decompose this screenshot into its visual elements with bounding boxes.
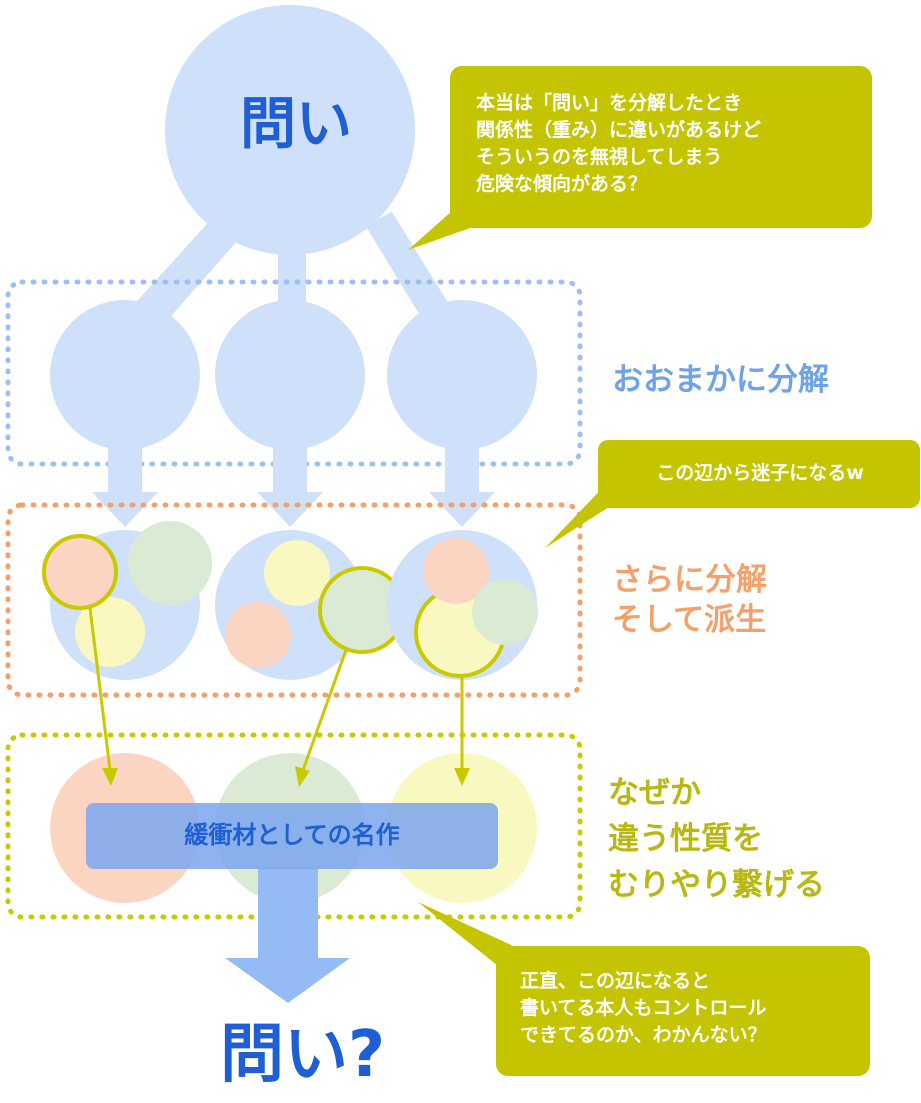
top-question-circle — [165, 5, 415, 255]
stage2-cluster-right — [387, 530, 538, 680]
callout-top-text: 本当は「問い」を分解したとき 関係性（重み）に違いがあるけど そういうのを無視し… — [476, 90, 856, 198]
callout-top-line-1: 本当は「問い」を分解したとき — [476, 92, 743, 114]
stage3-label-line-2: 違う性質を — [608, 821, 763, 857]
callout-top-line-3: そういうのを無視してしまう — [476, 146, 723, 168]
stage3-label-line-1: なぜか — [608, 775, 701, 811]
bridge-bar — [86, 803, 498, 869]
callout-top — [408, 66, 872, 250]
stage2-cluster-left — [42, 521, 212, 680]
stage2-label-line-2: そして派生 — [612, 602, 767, 638]
top-question-label: 問い — [240, 92, 352, 157]
olive-connectors — [88, 607, 470, 787]
stage2-cluster-center — [215, 530, 406, 680]
callout-middle — [545, 440, 920, 548]
stage3-label-line-3: むりやり繋げる — [608, 867, 825, 903]
stage2-label-line-1: さらに分解 — [612, 562, 767, 598]
stage1-circles — [50, 300, 537, 450]
callout-bottom-line-1: 正直、この辺になると — [520, 970, 711, 992]
stage-arrows — [92, 440, 495, 527]
stage2-frame — [5, 502, 583, 698]
bridge-label: 緩衝材としての名作 — [184, 821, 400, 849]
bottom-arrow — [225, 868, 350, 1003]
callout-middle-text: この辺から迷子になるw — [656, 462, 864, 484]
callout-top-line-2: 関係性（重み）に違いがあるけど — [476, 119, 762, 141]
stage1-label: おおまかに分解 — [612, 362, 829, 398]
stage3-label: なぜか 違う性質を むりやり繋げる — [608, 770, 825, 908]
callout-top-line-4: 危険な傾向がある？ — [476, 173, 648, 195]
callout-bottom-line-2: 書いてる本人もコントロール — [520, 997, 767, 1019]
callout-bottom-line-3: できてるのか、わかんない？ — [520, 1024, 767, 1046]
bottom-question-label: 問い? — [220, 1018, 386, 1092]
callout-bottom — [418, 902, 870, 1076]
callout-bottom-text: 正直、この辺になると 書いてる本人もコントロール できてるのか、わかんない？ — [520, 968, 860, 1049]
stage2-label: さらに分解 そして派生 — [612, 560, 767, 640]
